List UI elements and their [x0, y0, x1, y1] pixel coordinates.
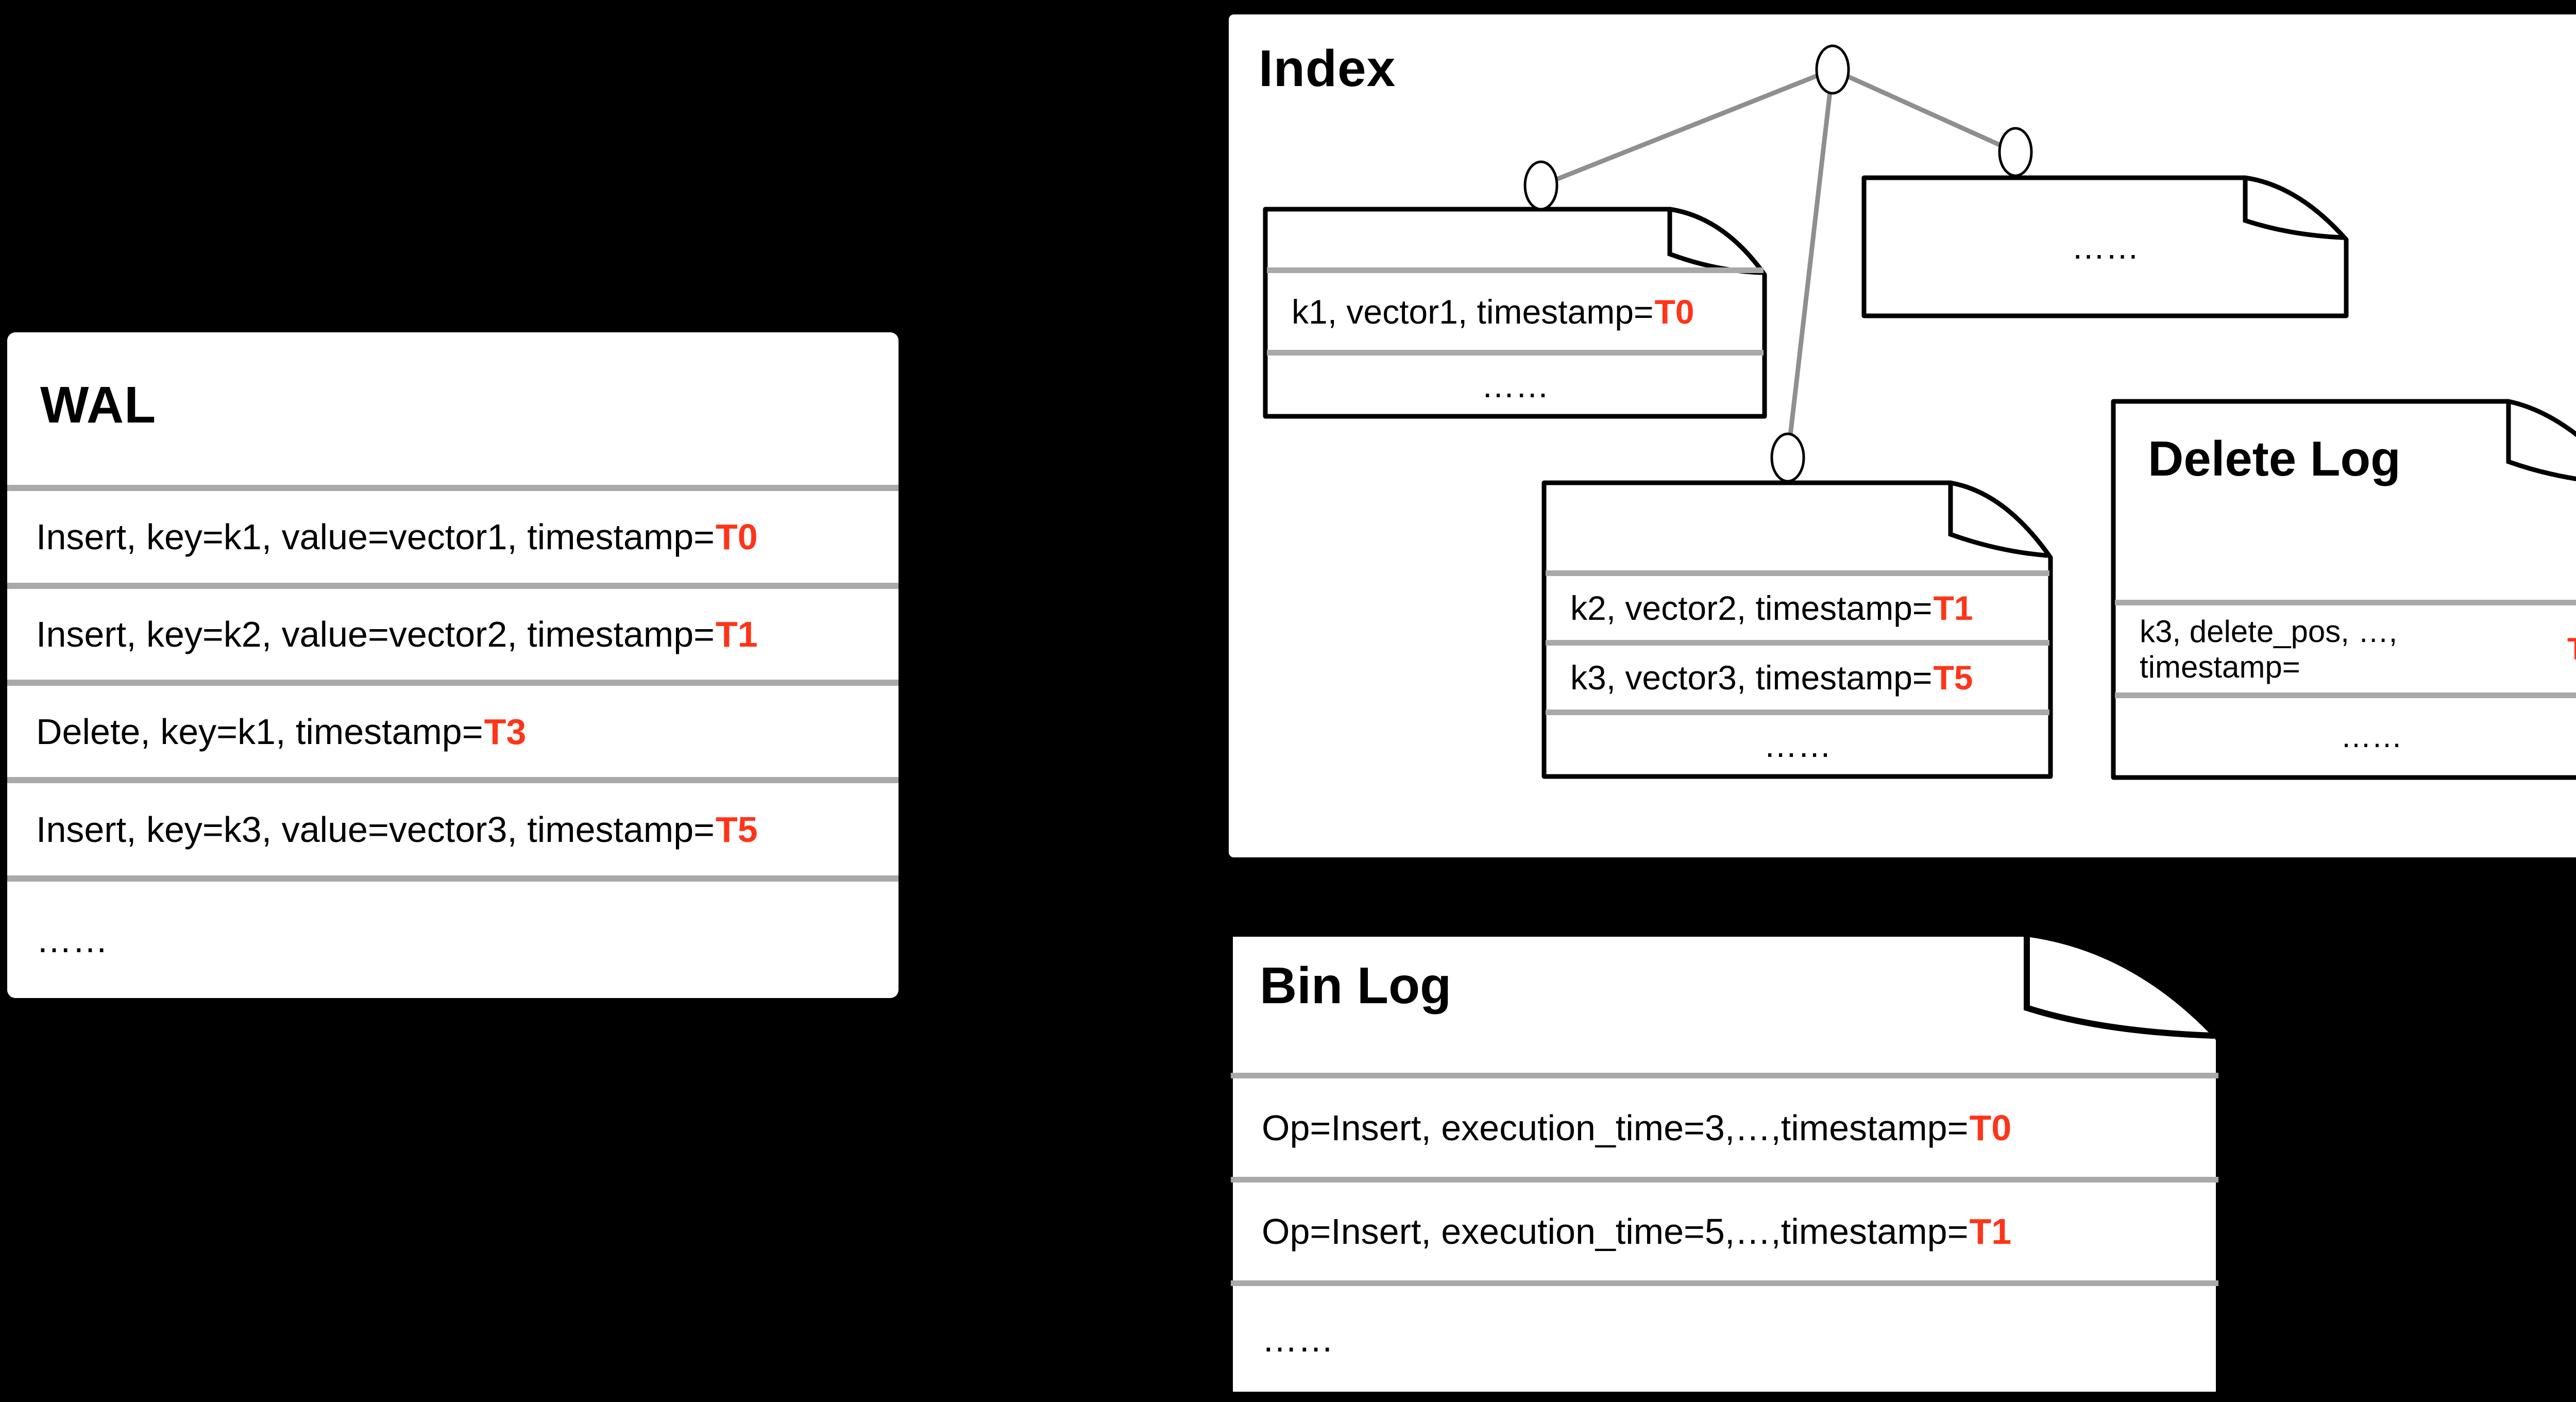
document-segment-k2k3: k2, vector2, timestamp=T1 k3, vector3, t…: [1541, 480, 2054, 779]
doc-row-text: ……: [1262, 1319, 1334, 1359]
delete-log-title: Delete Log: [2148, 431, 2401, 486]
tree-node-left: [1523, 160, 1558, 211]
doc-row-ellipsis: ……: [1546, 710, 2049, 774]
document-outline: [1227, 931, 2222, 1398]
timestamp-value: T1: [716, 614, 758, 654]
tree-edge-root-right: [1832, 67, 2016, 155]
wal-row-insert-k1: Insert, key=k1, value=vector1, timestamp…: [7, 485, 899, 583]
timestamp-value: T5: [1933, 658, 1973, 697]
timestamp-value: T1: [1969, 1211, 2012, 1252]
bin-log-row-1: Op=Insert, execution_time=3,…,timestamp=…: [1231, 1073, 2218, 1177]
document-outline: [1861, 175, 2349, 318]
doc-row-ellipsis: ……: [2115, 692, 2576, 775]
doc-row-ellipsis: ……: [1267, 350, 1764, 415]
wal-row-delete-k1: Delete, key=k1, timestamp=T3: [7, 680, 899, 777]
doc-row-k1: k1, vector1, timestamp=T0: [1267, 267, 1764, 350]
wal-panel: WAL Insert, key=k1, value=vector1, times…: [7, 332, 899, 998]
bin-log-row-ellipsis: ……: [1231, 1280, 2218, 1392]
timestamp-value: T0: [716, 517, 758, 557]
doc-row-text: k3, delete_pos, …, timestamp=: [2140, 614, 2398, 684]
doc-row-text: k1, vector1, timestamp=: [1292, 292, 1654, 331]
timestamp-value: T3: [484, 711, 527, 752]
document-outline: [1541, 480, 2053, 779]
timestamp-value: T5: [716, 809, 758, 850]
bin-log-row-2: Op=Insert, execution_time=5,…,timestamp=…: [1231, 1177, 2218, 1280]
wal-title: WAL: [40, 376, 157, 434]
wal-row-insert-k2: Insert, key=k2, value=vector2, timestamp…: [7, 583, 899, 680]
tree-node-middle: [1770, 432, 1805, 483]
wal-row-text: Insert, key=k2, value=vector2, timestamp…: [36, 614, 715, 654]
wal-row-ellipsis: ……: [7, 875, 899, 998]
tree-edge-root-left: [1540, 67, 1834, 188]
document-outline: [1263, 207, 1767, 419]
timestamp-value: T3: [2566, 631, 2576, 667]
doc-row-text: k2, vector2, timestamp=: [1570, 589, 1933, 627]
index-panel: Index k1, vector1, timestamp=T0 …… ……: [1229, 14, 2576, 857]
doc-row-k2: k2, vector2, timestamp=T1: [1546, 570, 2049, 640]
timestamp-value: T0: [1969, 1107, 2012, 1148]
bin-log-title: Bin Log: [1260, 957, 1452, 1015]
timestamp-value: T0: [1654, 292, 1694, 331]
tree-node-right: [1998, 127, 2033, 177]
wal-row-text: Delete, key=k1, timestamp=: [36, 711, 483, 752]
document-segment-more: ……: [1861, 175, 2349, 318]
document-segment-k1: k1, vector1, timestamp=T0 ……: [1263, 207, 1768, 419]
doc-row-text: Op=Insert, execution_time=5,…,timestamp=: [1262, 1211, 1969, 1252]
document-outline: [2111, 399, 2576, 780]
doc-row-text: ……: [1481, 366, 1549, 404]
wal-row-insert-k3: Insert, key=k3, value=vector3, timestamp…: [7, 777, 899, 875]
tree-edge-root-middle: [1785, 69, 1835, 458]
doc-row-text: k3, vector3, timestamp=: [1570, 658, 1933, 697]
doc-ellipsis-text: ……: [2071, 228, 2140, 266]
doc-row-text: Op=Insert, execution_time=3,…,timestamp=: [1262, 1107, 1969, 1148]
doc-row-text: ……: [2341, 719, 2402, 754]
doc-row-delete-k3: k3, delete_pos, …, timestamp= T3: [2115, 600, 2576, 692]
doc-row-k3: k3, vector3, timestamp=T5: [1546, 640, 2049, 710]
wal-row-text: Insert, key=k3, value=vector3, timestamp…: [36, 809, 715, 850]
doc-row-text: ……: [1764, 725, 1832, 764]
wal-row-text: Insert, key=k1, value=vector1, timestamp…: [36, 517, 715, 557]
timestamp-value: T1: [1933, 589, 1973, 627]
wal-row-text: ……: [36, 920, 108, 960]
document-bin-log: Bin Log Op=Insert, execution_time=3,…,ti…: [1227, 931, 2223, 1398]
tree-node-root: [1815, 44, 1850, 95]
document-delete-log: Delete Log k3, delete_pos, …, timestamp=…: [2111, 399, 2576, 780]
index-title: Index: [1259, 40, 1396, 97]
